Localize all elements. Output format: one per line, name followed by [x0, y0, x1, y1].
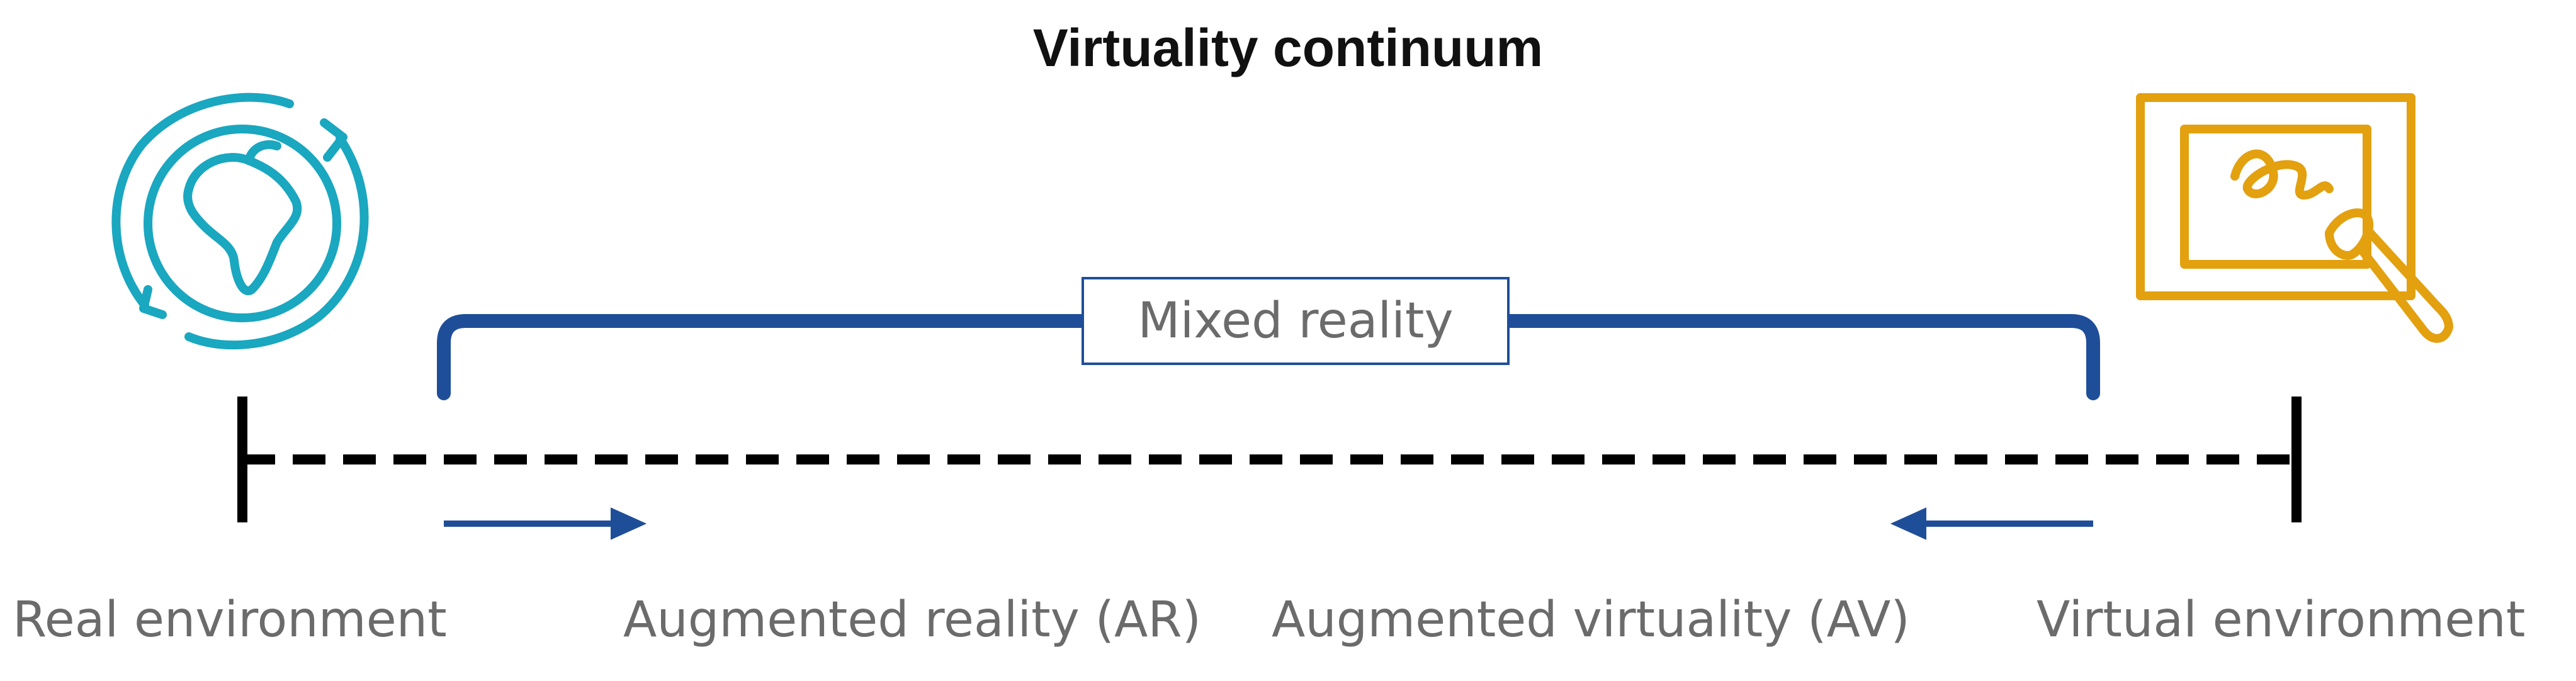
diagram-title: Virtuality continuum	[1032, 18, 1544, 77]
globe-icon	[111, 93, 369, 350]
augmented-reality-label: Augmented reality (AR)	[623, 592, 1202, 648]
virtual-environment-label: Virtual environment	[2037, 592, 2526, 648]
augmented-virtuality-label: Augmented virtuality (AV)	[1272, 592, 1910, 648]
continuum-line	[237, 397, 2302, 522]
mixed-reality-bracket	[437, 314, 2100, 400]
av-arrow	[1890, 507, 2093, 540]
drawing-canvas-icon	[2136, 93, 2453, 343]
ar-arrow	[444, 507, 647, 540]
mixed-reality-label: Mixed reality	[1138, 293, 1454, 349]
real-environment-label: Real environment	[13, 592, 447, 648]
mixed-reality-box: Mixed reality	[1082, 277, 1510, 365]
